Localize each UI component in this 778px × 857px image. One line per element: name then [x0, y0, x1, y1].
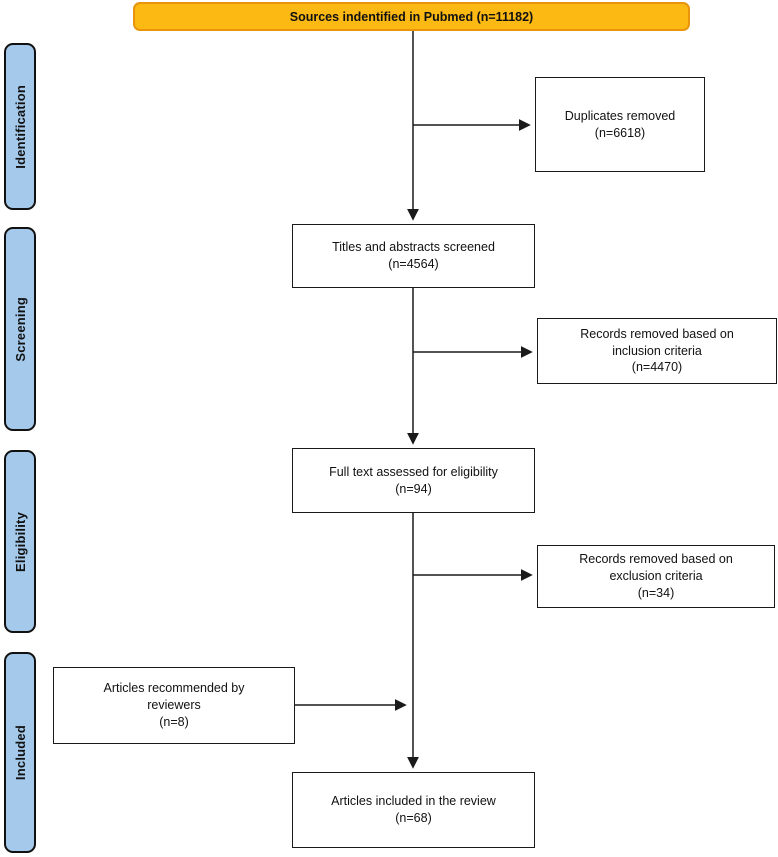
box-text-line: Records removed based on [579, 552, 733, 567]
box-fulltext-assessed: Full text assessed for eligibility (n=94… [292, 448, 535, 513]
phase-label-included: Included [4, 652, 36, 853]
phase-label-text: Eligibility [12, 511, 28, 572]
box-text-line: exclusion criteria [609, 569, 703, 584]
phase-label-text: Included [12, 724, 28, 781]
box-text-line: inclusion criteria [612, 343, 702, 358]
box-count: (n=6618) [594, 125, 646, 140]
box-titles-abstracts-screened: Titles and abstracts screened (n=4564) [292, 224, 535, 288]
box-count: (n=8) [159, 714, 189, 729]
phase-label-screening: Screening [4, 227, 36, 431]
box-count: (n=4470) [631, 360, 683, 375]
phase-label-text: Identification [12, 84, 28, 169]
box-text-line: Titles and abstracts screened [332, 240, 495, 255]
box-records-removed-inclusion: Records removed based on inclusion crite… [537, 318, 777, 384]
box-text-line: Articles recommended by [103, 681, 245, 696]
box-count: (n=4564) [388, 257, 439, 271]
box-text-line: Duplicates removed [564, 108, 676, 123]
box-articles-included: Articles included in the review (n=68) [292, 772, 535, 848]
box-text-line: Articles included in the review [331, 794, 496, 809]
box-records-removed-exclusion: Records removed based on exclusion crite… [537, 545, 775, 608]
box-text-line: Full text assessed for eligibility [329, 464, 498, 479]
phase-label-identification: Identification [4, 43, 36, 210]
box-count: (n=94) [395, 481, 432, 496]
box-duplicates-removed: Duplicates removed (n=6618) [535, 77, 705, 172]
box-text-line: Records removed based on [580, 326, 734, 341]
source-box: Sources indentified in Pubmed (n=11182) [133, 2, 690, 31]
box-text-line: reviewers [147, 698, 201, 713]
phase-label-text: Screening [12, 296, 28, 362]
box-count: (n=68) [395, 811, 432, 825]
box-count: (n=34) [637, 585, 675, 600]
box-articles-recommended: Articles recommended by reviewers (n=8) [53, 667, 295, 744]
phase-label-eligibility: Eligibility [4, 450, 36, 633]
